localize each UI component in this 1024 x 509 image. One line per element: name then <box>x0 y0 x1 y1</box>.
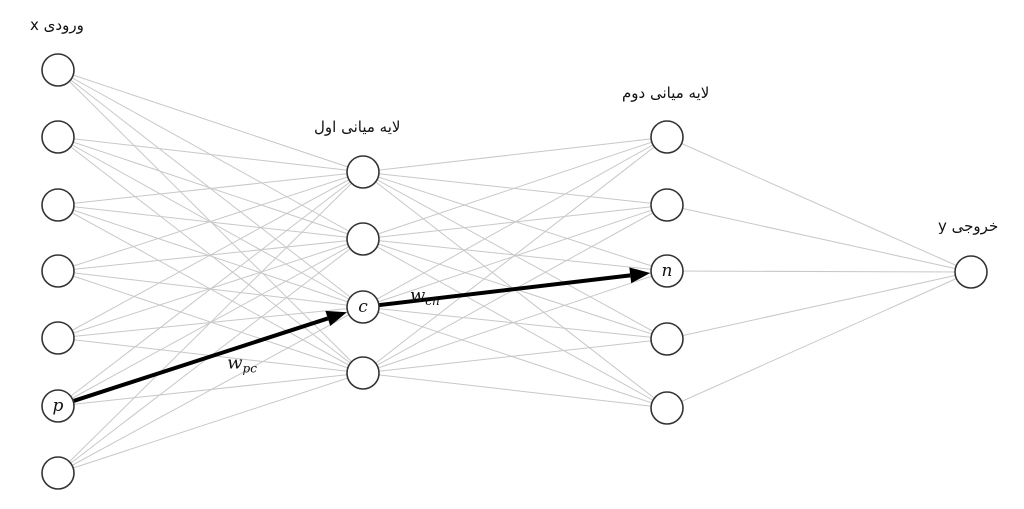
neuron-hidden2 <box>650 391 684 425</box>
neuron-input <box>41 254 75 288</box>
neuron-hidden2 <box>650 254 684 288</box>
connection-line <box>57 171 364 206</box>
neuron-input <box>41 120 75 154</box>
arrow-head <box>629 267 651 284</box>
connection-line <box>362 136 668 308</box>
input-layer-label: ورودی x <box>30 16 84 34</box>
connection-line <box>57 372 364 474</box>
connection-line <box>57 136 364 173</box>
highlighted-arrow-line <box>378 273 631 308</box>
weight-labels: wpc wcn <box>227 285 440 376</box>
connection-line <box>362 136 668 240</box>
highlighted-path <box>72 267 651 403</box>
neuron-input <box>41 188 75 222</box>
connection-line <box>57 204 364 308</box>
neurons: p c n <box>41 53 988 490</box>
neuron-hidden2 <box>650 120 684 154</box>
neuron-label: c <box>358 297 368 317</box>
connection-line <box>57 171 364 339</box>
connection-line <box>666 270 972 273</box>
connection-line <box>666 136 972 273</box>
connection-line <box>57 306 364 474</box>
connection-line <box>362 306 668 409</box>
neuron-input <box>41 456 75 490</box>
neuron-hidden1 <box>346 356 380 390</box>
weight-label: wpc <box>227 353 257 376</box>
neuron-input <box>41 321 75 355</box>
connection-line <box>57 171 364 272</box>
neuron-hidden2 <box>650 322 684 356</box>
highlighted-arrow-line <box>72 316 329 403</box>
neuron-input <box>41 389 75 423</box>
connection-line <box>362 372 668 409</box>
connection-line <box>362 338 668 374</box>
output-layer-label: خروجی y <box>938 217 999 235</box>
neuron-hidden2 <box>650 188 684 222</box>
connection-line <box>666 271 972 409</box>
connection-line <box>57 171 364 407</box>
connection-line <box>362 136 668 374</box>
connection-lines <box>57 69 972 474</box>
connection-line <box>362 306 668 340</box>
hidden-layer-2-label: لایه میانی دوم <box>622 84 710 102</box>
connection-line <box>362 270 668 374</box>
neuron-output <box>954 255 988 289</box>
neuron-label: p <box>53 396 64 416</box>
neuron-hidden1 <box>346 290 380 324</box>
weight-label: wcn <box>410 285 440 308</box>
hidden-layer-1-label: لایه میانی اول <box>314 118 401 136</box>
connection-line <box>57 171 364 474</box>
neuron-hidden1 <box>346 222 380 256</box>
neuron-hidden1 <box>346 155 380 189</box>
connection-line <box>666 271 972 340</box>
connection-line <box>666 204 972 273</box>
arrow-head <box>325 310 347 327</box>
connection-line <box>57 69 364 173</box>
neuron-input <box>41 53 75 87</box>
connection-line <box>362 204 668 308</box>
connection-line <box>362 136 668 173</box>
neuron-label: n <box>662 261 673 281</box>
